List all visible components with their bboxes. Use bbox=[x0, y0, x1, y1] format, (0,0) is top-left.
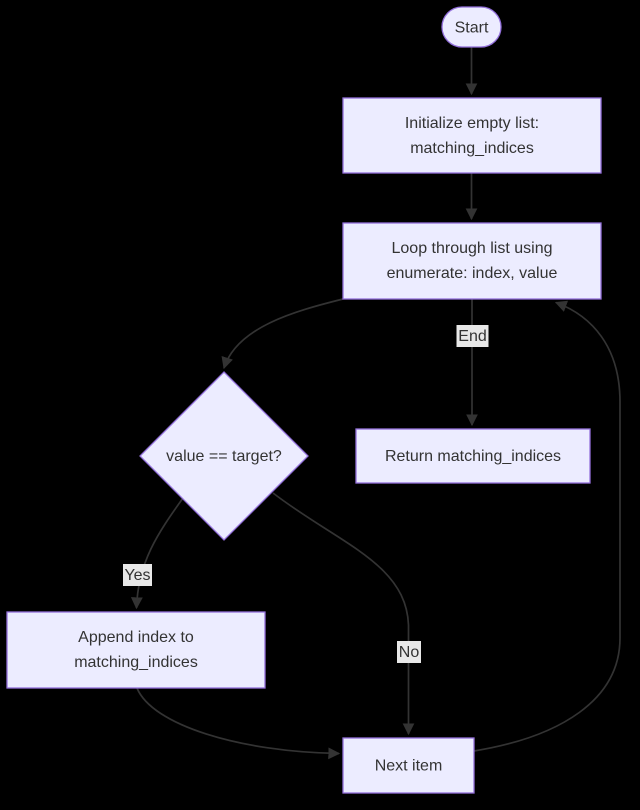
nodes: Start Initialize empty list: matching_in… bbox=[6, 6, 602, 794]
node-return-result: Return matching_indices bbox=[355, 428, 591, 484]
edge-label-no: No bbox=[397, 641, 421, 663]
edge-label-end-text: End bbox=[458, 328, 486, 345]
node-decision-value-target-shape bbox=[139, 371, 309, 541]
edge-labels: End Yes No bbox=[123, 325, 489, 663]
edge-label-yes-bg bbox=[123, 564, 152, 586]
node-loop-enumerate-line1: Loop through list using bbox=[392, 240, 553, 257]
edge-label-end-bg bbox=[456, 325, 489, 347]
node-loop-enumerate-shape bbox=[342, 222, 602, 300]
edge-label-end: End bbox=[456, 325, 489, 347]
node-initialize-list-line1: Initialize empty list: bbox=[405, 115, 539, 132]
node-initialize-list-shape bbox=[342, 97, 602, 174]
edge-label-yes-text: Yes bbox=[124, 567, 150, 584]
node-next-item-shape bbox=[342, 737, 475, 794]
node-return-result-label: Return matching_indices bbox=[385, 448, 561, 465]
node-start-shape bbox=[441, 6, 502, 48]
edge-next-to-loop bbox=[473, 300, 621, 752]
node-loop-enumerate: Loop through list using enumerate: index… bbox=[342, 222, 602, 300]
node-initialize-list-line2: matching_indices bbox=[410, 140, 534, 157]
edge-decision-to-append bbox=[130, 497, 184, 610]
node-append-index-line1: Append index to bbox=[78, 629, 194, 646]
node-next-item-label: Next item bbox=[375, 758, 443, 775]
edge-loop-to-decision bbox=[221, 298, 344, 370]
node-append-index-line2: matching_indices bbox=[74, 654, 198, 671]
edge-label-no-text: No bbox=[399, 644, 420, 661]
edge-label-yes: Yes bbox=[123, 564, 152, 586]
node-loop-enumerate-line2: enumerate: index, value bbox=[387, 265, 558, 282]
edge-label-no-bg bbox=[397, 641, 421, 663]
edge-decision-to-next bbox=[272, 492, 415, 736]
node-decision-value-target-label: value == target? bbox=[166, 448, 282, 465]
node-append-index-shape bbox=[6, 611, 266, 689]
node-start: Start bbox=[441, 6, 502, 48]
edges bbox=[130, 47, 621, 760]
node-decision-value-target: value == target? bbox=[139, 371, 309, 541]
node-return-result-shape bbox=[355, 428, 591, 484]
node-append-index: Append index to matching_indices bbox=[6, 611, 266, 689]
node-start-label: Start bbox=[455, 20, 489, 37]
node-initialize-list: Initialize empty list: matching_indices bbox=[342, 97, 602, 174]
edge-append-to-next bbox=[136, 687, 341, 760]
node-next-item: Next item bbox=[342, 737, 475, 794]
